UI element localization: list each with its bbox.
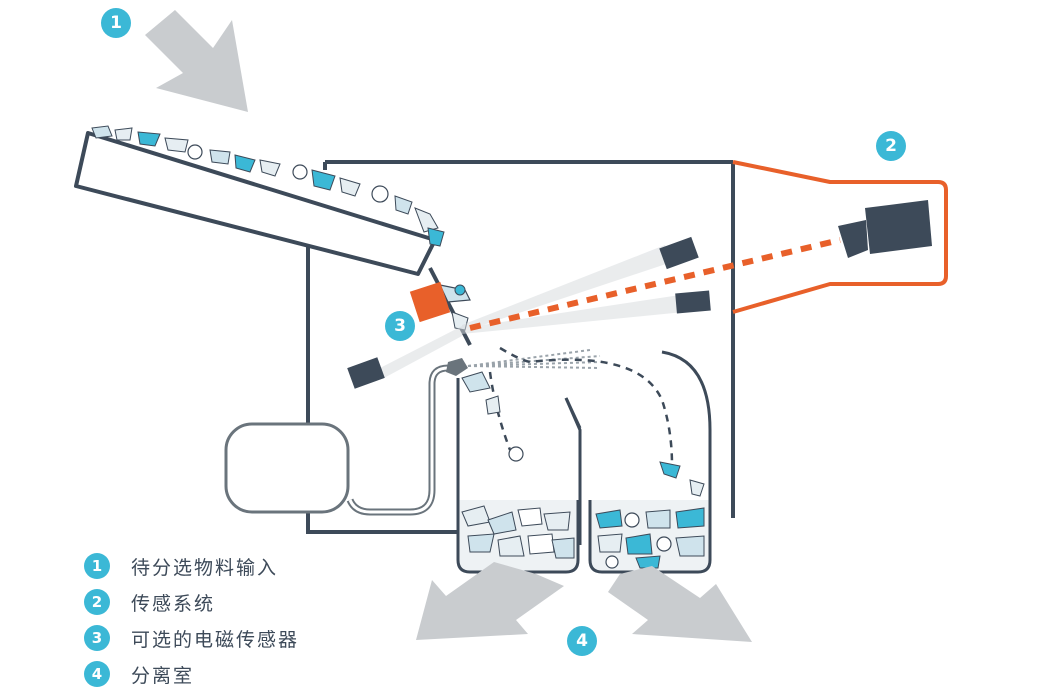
em-sensor-block bbox=[409, 281, 451, 323]
legend-label: 待分选物料输入 bbox=[131, 556, 279, 579]
material-on-chute bbox=[91, 125, 445, 247]
feed-chute bbox=[74, 131, 437, 276]
legend-label: 传感系统 bbox=[131, 592, 216, 615]
accept-trajectory bbox=[499, 346, 674, 466]
input-arrow bbox=[145, 10, 248, 112]
legend-item: 4 分离室 bbox=[84, 656, 299, 692]
legend: 1 待分选物料输入 2 传感系统 3 可选的电磁传感器 4 分离室 bbox=[84, 548, 299, 692]
sensor-beam bbox=[469, 237, 841, 331]
legend-label: 分离室 bbox=[131, 664, 195, 687]
light-beams bbox=[380, 245, 684, 378]
accept-chamber-wall bbox=[661, 350, 712, 520]
callout-badge-3: 3 bbox=[385, 311, 415, 341]
legend-number: 4 bbox=[84, 661, 110, 687]
callout-badge-2: 2 bbox=[876, 131, 906, 161]
emitter-upper bbox=[659, 236, 699, 270]
air-nozzle bbox=[446, 358, 468, 376]
accept-bin-contents bbox=[595, 507, 705, 569]
camera-icon bbox=[838, 200, 932, 258]
legend-item: 3 可选的电磁传感器 bbox=[84, 620, 299, 656]
emitter-lower bbox=[675, 290, 711, 314]
falling-items bbox=[461, 371, 705, 497]
emitter-left bbox=[347, 357, 385, 389]
sensor-housing bbox=[732, 160, 948, 314]
legend-number: 1 bbox=[84, 553, 110, 579]
compressor-tank bbox=[224, 422, 350, 514]
legend-item: 2 传感系统 bbox=[84, 584, 299, 620]
legend-item: 1 待分选物料输入 bbox=[84, 548, 299, 584]
callout-badge-1: 1 bbox=[101, 8, 131, 38]
legend-label: 可选的电磁传感器 bbox=[131, 628, 300, 651]
output-arrow-right bbox=[608, 566, 752, 642]
legend-number: 3 bbox=[84, 625, 110, 651]
callout-badge-4: 4 bbox=[567, 626, 597, 656]
reject-bin-contents bbox=[461, 505, 575, 559]
machine-housing bbox=[306, 160, 735, 534]
legend-number: 2 bbox=[84, 589, 110, 615]
output-arrow-left bbox=[416, 562, 564, 640]
air-hose bbox=[346, 364, 455, 516]
air-jet bbox=[467, 349, 601, 369]
